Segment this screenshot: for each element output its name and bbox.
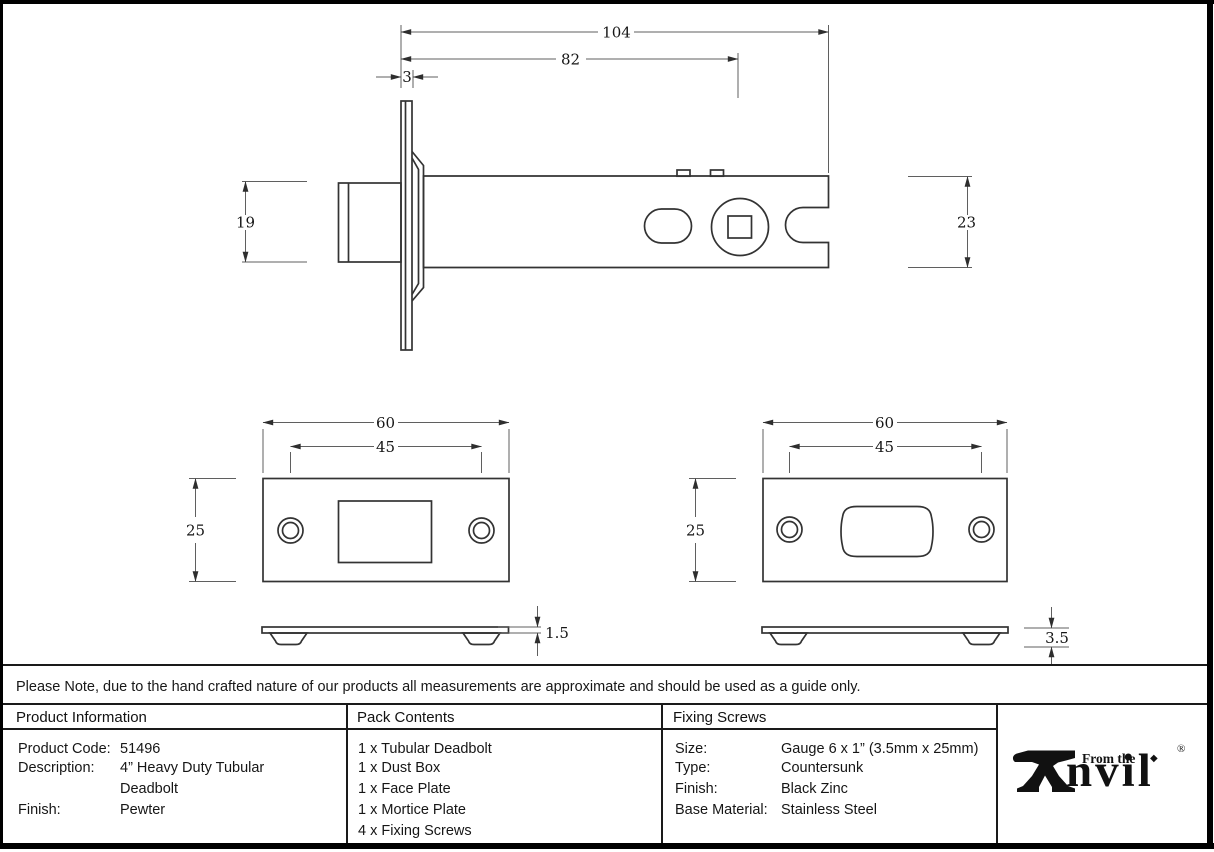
mortice-plate-screw-hole-left: [776, 516, 803, 543]
finish-value: Pewter: [120, 802, 166, 818]
mortice-plate-dim-height: 25: [686, 522, 705, 540]
face-plate-dim-screw-centres: 45: [376, 438, 395, 456]
screw-finish-value: Black Zinc: [781, 781, 848, 797]
screw-finish-label: Finish:: [675, 781, 718, 797]
mortice-plate-foot-left: [768, 632, 809, 646]
face-plate-foot-right: [461, 632, 502, 646]
spindle-square-hole: [727, 215, 753, 239]
face-plate-foot-left: [268, 632, 309, 646]
anvil-icon: [1012, 750, 1075, 792]
note-bar-top-border: [3, 664, 1207, 666]
dim-faceplate-thickness: 3: [402, 68, 412, 86]
pack-item: 1 x Mortice Plate: [358, 802, 466, 818]
logo-tagline: From the: [1082, 751, 1136, 766]
brand-logo: From the ◆ nvil ®: [1000, 735, 1206, 805]
mortice-plate-side-view: [761, 626, 1009, 634]
description-value-line2: Deadbolt: [120, 781, 179, 797]
mortice-plate-dimensions: [689, 419, 1069, 664]
frame-bottom: [0, 843, 1214, 849]
header-pack-contents: Pack Contents: [357, 709, 455, 726]
dim-bolt-height: 19: [236, 214, 255, 232]
header-fixing-screws: Fixing Screws: [673, 709, 767, 726]
mortice-plate-outline: [762, 477, 1008, 583]
description-label: Description:: [18, 760, 95, 776]
screw-size-label: Size:: [675, 741, 708, 757]
mortice-plate-bolt-hole: [840, 505, 934, 558]
face-plate-bolt-hole: [337, 500, 433, 564]
frame-top: [0, 0, 1214, 4]
mortice-plate-dim-width: 60: [875, 414, 894, 432]
screw-size-value: Gauge 6 x 1” (3.5mm x 25mm): [781, 741, 979, 757]
face-plate-screw-hole-left: [277, 517, 304, 544]
screw-material-value: Stainless Steel: [781, 802, 877, 818]
measurement-note: Please Note, due to the hand crafted nat…: [16, 679, 861, 695]
case-tab-right: [709, 169, 725, 178]
dim-overall-length: 104: [602, 24, 631, 42]
dim-case-height: 23: [957, 214, 976, 232]
mortice-plate-screw-hole-right: [968, 516, 995, 543]
face-plate-dim-width: 60: [376, 414, 395, 432]
spindle-hub: [710, 197, 770, 257]
pack-item: 4 x Fixing Screws: [358, 823, 472, 839]
face-plate-outline: [262, 477, 510, 583]
faceplate: [400, 100, 413, 351]
table-divider-1: [346, 705, 348, 843]
face-plate-drawing: [261, 477, 510, 646]
tubular-deadbolt-dimensions: [242, 25, 972, 268]
screw-material-label: Base Material:: [675, 802, 768, 818]
description-value-line1: 4” Heavy Duty Tubular: [120, 760, 265, 776]
oval-hole: [643, 208, 693, 244]
table-header-border: [3, 728, 996, 730]
frame-left: [0, 0, 3, 849]
logo-wordmark: nvil: [1066, 745, 1154, 797]
tubular-deadbolt-drawing: [337, 100, 830, 351]
pack-item: 1 x Face Plate: [358, 781, 451, 797]
mortice-plate-drawing: [761, 477, 1009, 646]
logo-diamond-icon: ◆: [1150, 753, 1158, 764]
table-divider-2: [661, 705, 663, 843]
face-plate-dimensions: [189, 419, 541, 656]
technical-drawing: 104 82 3 19 23: [186, 24, 1069, 664]
dim-case-length: 82: [561, 51, 580, 69]
table-divider-3: [996, 705, 998, 843]
registered-trademark-icon: ®: [1177, 743, 1186, 755]
product-code-value: 51496: [120, 741, 161, 757]
header-product-information: Product Information: [16, 709, 147, 726]
mortice-plate-foot-right: [961, 632, 1002, 646]
mortice-plate-dim-thickness: 3.5: [1045, 629, 1069, 647]
face-plate-side-view: [261, 626, 510, 634]
finish-label: Finish:: [18, 802, 61, 818]
case-tab-left: [676, 169, 691, 178]
lock-case: [422, 175, 830, 269]
product-code-label: Product Code:: [18, 741, 111, 757]
pack-item: 1 x Dust Box: [358, 760, 441, 776]
mortice-plate-dim-screw-centres: 45: [875, 438, 894, 456]
face-plate-dim-height: 25: [186, 522, 205, 540]
note-bar-bottom-border: [3, 703, 1207, 705]
faceplate-boss-inner: [411, 157, 420, 295]
screw-type-value: Countersunk: [781, 760, 864, 776]
face-plate-dim-thickness: 1.5: [545, 624, 569, 642]
pack-item: 1 x Tubular Deadbolt: [358, 741, 492, 757]
face-plate-screw-hole-right: [468, 517, 495, 544]
frame-right: [1207, 0, 1213, 849]
screw-type-label: Type:: [675, 760, 711, 776]
